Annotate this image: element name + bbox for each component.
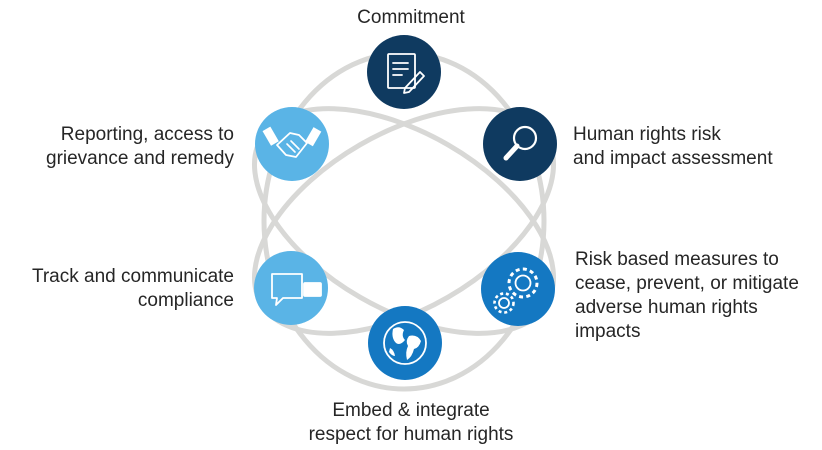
node-measures [481,252,555,326]
label-embed-line: respect for human rights [308,424,514,445]
node-embed-circle [368,306,442,380]
label-measures-line: Risk based measures to [575,249,779,270]
label-embed-line: Embed & integrate [332,400,490,421]
node-track-circle [254,251,328,325]
label-commitment: Commitment [0,6,822,30]
label-track-line: compliance [137,290,234,311]
label-measures-line: adverse human rights [575,297,758,318]
label-embed: Embed & integrate respect for human righ… [0,399,822,447]
node-risk-assessment [483,107,557,181]
speech-bubbles-icon [271,273,322,306]
node-track [254,251,328,325]
label-reporting-line: grievance and remedy [46,148,234,169]
label-measures: Risk based measures to cease, prevent, o… [575,248,799,344]
gears-icon [493,267,539,314]
magnifier-icon [503,125,538,161]
node-risk-assessment-circle [483,107,557,181]
globe-icon [383,321,427,365]
label-track: Track and communicate compliance [32,265,234,313]
handshake-icon [262,126,322,158]
node-commitment [367,35,441,109]
label-measures-line: impacts [575,321,641,342]
node-reporting [255,107,329,181]
label-commitment-line: Commitment [357,7,465,28]
label-risk-assessment-line: and impact assessment [573,148,773,169]
label-measures-line: cease, prevent, or mitigate [575,273,799,294]
label-reporting: Reporting, access to grievance and remed… [46,123,234,171]
node-embed [368,306,442,380]
node-commitment-circle [367,35,441,109]
node-reporting-circle [255,107,329,181]
label-track-line: Track and communicate [31,266,234,287]
label-risk-assessment: Human rights risk and impact assessment [573,123,773,171]
document-pen-icon [387,53,425,94]
label-risk-assessment-line: Human rights risk [573,124,721,145]
label-reporting-line: Reporting, access to [60,124,234,145]
